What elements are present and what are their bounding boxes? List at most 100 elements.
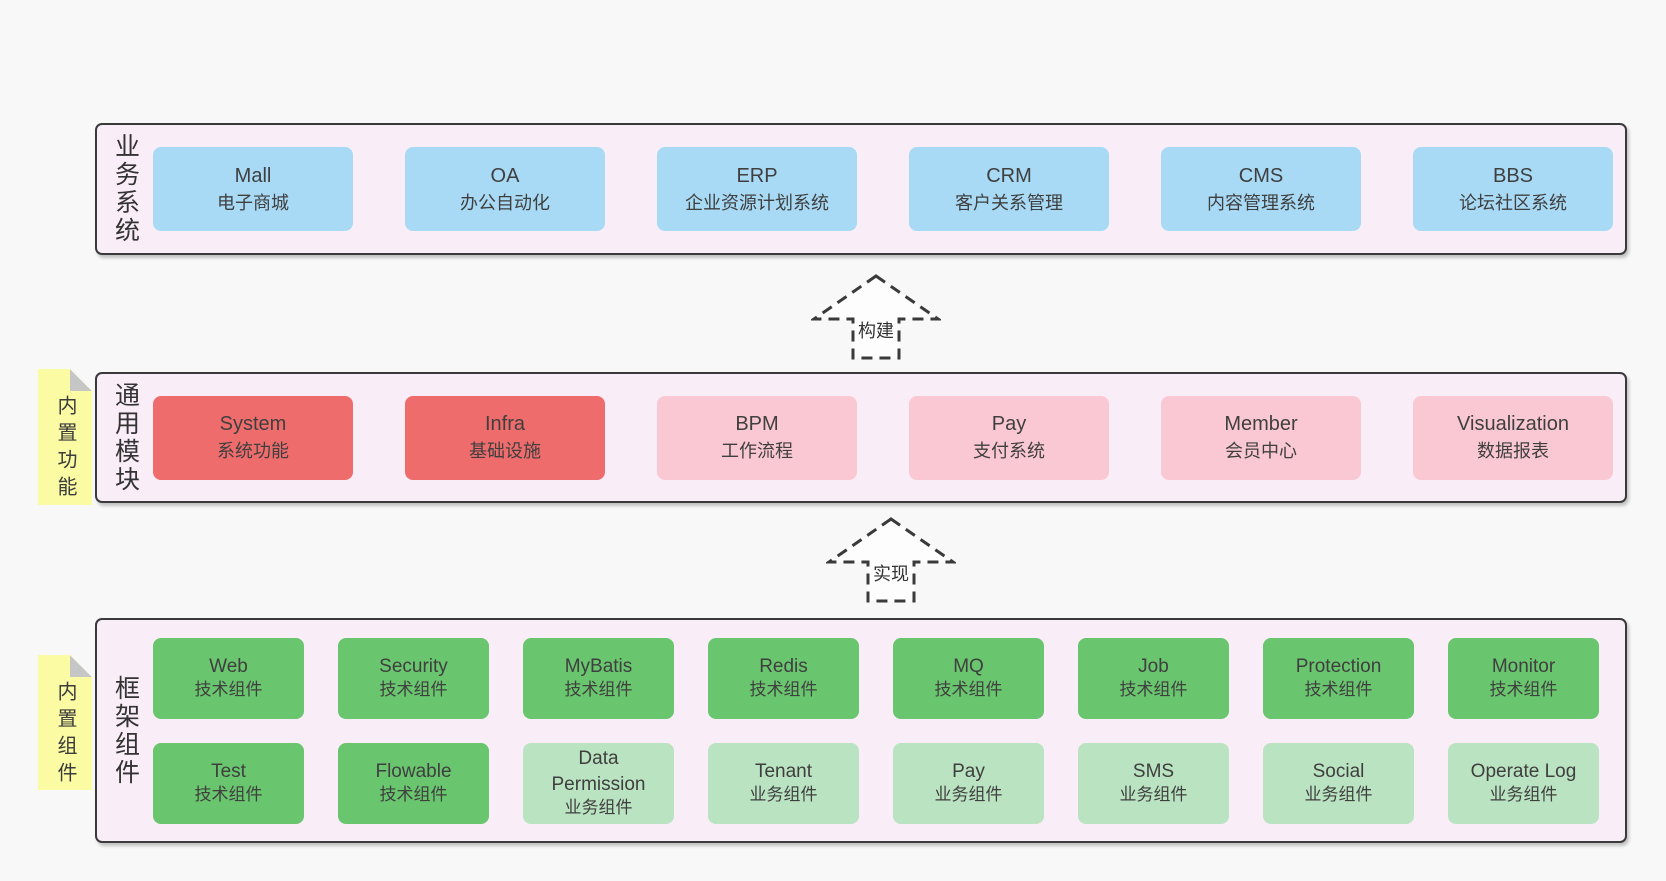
box-subtitle: 技术组件 xyxy=(379,785,448,805)
arrow-implement-label: 实现 xyxy=(871,560,911,586)
component-box-mq: MQ 技术组件 xyxy=(893,637,1044,719)
component-box-sms: SMS 业务组件 xyxy=(1078,742,1229,824)
business-box-bbs: BBS 论坛社区系统 xyxy=(1413,147,1613,231)
folded-corner-icon xyxy=(70,369,92,391)
box-title: Web xyxy=(209,655,248,677)
component-box-job: Job 技术组件 xyxy=(1078,637,1229,719)
component-box-tenant: Tenant 业务组件 xyxy=(708,742,859,824)
component-box-redis: Redis 技术组件 xyxy=(708,637,859,719)
box-subtitle: 技术组件 xyxy=(194,680,263,700)
box-title: BBS xyxy=(1492,164,1534,187)
box-subtitle: 会员中心 xyxy=(1225,441,1297,462)
business-box-erp: ERP 企业资源计划系统 xyxy=(657,147,857,231)
box-subtitle: 数据报表 xyxy=(1477,441,1549,462)
box-title: Mall xyxy=(234,164,272,187)
box-subtitle: 技术组件 xyxy=(564,680,633,700)
folded-corner-icon xyxy=(70,655,92,677)
component-box-security: Security 技术组件 xyxy=(338,637,489,719)
layer-label-business: 业务系统 xyxy=(97,133,153,245)
box-subtitle: 业务组件 xyxy=(1489,785,1558,805)
component-box-flowable: Flowable 技术组件 xyxy=(338,742,489,824)
box-title: Infra xyxy=(484,413,526,436)
layer-label-text: 框架组件 xyxy=(111,674,140,787)
box-title: CRM xyxy=(986,164,1032,187)
box-title: System xyxy=(219,413,287,436)
box-subtitle: 业务组件 xyxy=(564,798,633,818)
module-box-bpm: BPM 工作流程 xyxy=(657,395,857,480)
box-subtitle: 业务组件 xyxy=(934,785,1003,805)
component-box-operate-log: Operate Log 业务组件 xyxy=(1448,742,1599,824)
arrow-build-label: 构建 xyxy=(856,317,896,343)
box-subtitle: 技术组件 xyxy=(379,680,448,700)
common-modules-layer: 通用模块 System 系统功能 Infra 基础设施 BPM 工作流程 Pay… xyxy=(95,372,1627,503)
component-box-mybatis: MyBatis 技术组件 xyxy=(523,637,674,719)
module-box-pay: Pay 支付系统 xyxy=(909,395,1109,480)
box-subtitle: 工作流程 xyxy=(721,441,793,462)
box-subtitle: 技术组件 xyxy=(194,785,263,805)
box-subtitle: 业务组件 xyxy=(749,785,818,805)
module-box-visualization: Visualization 数据报表 xyxy=(1413,395,1613,480)
box-title: MyBatis xyxy=(564,655,633,677)
box-subtitle: 论坛社区系统 xyxy=(1459,192,1567,213)
box-title: Flowable xyxy=(375,760,452,782)
box-title: Visualization xyxy=(1457,413,1569,436)
box-subtitle: 技术组件 xyxy=(749,680,818,700)
box-title: Pay xyxy=(991,413,1027,436)
box-title: Test xyxy=(211,760,246,782)
box-title: Protection xyxy=(1295,655,1382,677)
box-subtitle: 电子商城 xyxy=(217,192,289,213)
business-box-cms: CMS 内容管理系统 xyxy=(1161,147,1361,231)
component-box-protection: Protection 技术组件 xyxy=(1263,637,1414,719)
component-box-social: Social 业务组件 xyxy=(1263,742,1414,824)
box-title: Security xyxy=(379,655,448,677)
component-box-web: Web 技术组件 xyxy=(153,637,304,719)
box-title: Pay xyxy=(952,760,985,782)
component-box-test: Test 技术组件 xyxy=(153,742,304,824)
box-subtitle: 技术组件 xyxy=(934,680,1003,700)
box-subtitle: 技术组件 xyxy=(1304,680,1373,700)
box-subtitle: 内容管理系统 xyxy=(1207,192,1315,213)
business-box-mall: Mall 电子商城 xyxy=(153,147,353,231)
box-subtitle: 技术组件 xyxy=(1489,680,1558,700)
box-title: Tenant xyxy=(754,760,813,782)
box-title: Data Permission xyxy=(551,747,646,795)
box-title: Member xyxy=(1224,413,1298,436)
layer-label-modules: 通用模块 xyxy=(97,382,153,494)
box-title: Redis xyxy=(759,655,808,677)
box-title: SMS xyxy=(1132,760,1175,782)
framework-components-layer: 框架组件 Web 技术组件 Security 技术组件 MyBatis 技术组件… xyxy=(95,618,1627,843)
business-systems-layer: 业务系统 Mall 电子商城 OA 办公自动化 ERP 企业资源计划系统 CRM… xyxy=(95,123,1627,255)
box-subtitle: 客户关系管理 xyxy=(955,192,1063,213)
box-title: OA xyxy=(490,164,520,187)
module-box-system: System 系统功能 xyxy=(153,395,353,480)
box-title: ERP xyxy=(736,164,778,187)
box-subtitle: 业务组件 xyxy=(1119,785,1188,805)
box-title: BPM xyxy=(735,413,779,436)
arrow-build-icon: 构建 xyxy=(811,273,941,361)
sticky-note-built-in-components: 内置组件 xyxy=(38,655,92,790)
module-boxes-row: System 系统功能 Infra 基础设施 BPM 工作流程 Pay 支付系统… xyxy=(153,395,1613,480)
layer-label-text: 业务系统 xyxy=(111,133,140,245)
box-title: CMS xyxy=(1238,164,1284,187)
box-title: MQ xyxy=(953,655,984,677)
component-box-monitor: Monitor 技术组件 xyxy=(1448,637,1599,719)
box-title: Operate Log xyxy=(1470,760,1577,782)
business-box-oa: OA 办公自动化 xyxy=(405,147,605,231)
box-title: Monitor xyxy=(1491,655,1556,677)
box-subtitle: 办公自动化 xyxy=(460,192,550,213)
business-box-crm: CRM 客户关系管理 xyxy=(909,147,1109,231)
sticky-note-built-in-features: 内置功能 xyxy=(38,369,92,505)
business-boxes-row: Mall 电子商城 OA 办公自动化 ERP 企业资源计划系统 CRM 客户关系… xyxy=(153,147,1613,231)
module-box-member: Member 会员中心 xyxy=(1161,395,1361,480)
layer-label-components: 框架组件 xyxy=(97,675,153,787)
sticky-note-text: 内置功能 xyxy=(54,395,76,503)
box-subtitle: 支付系统 xyxy=(973,441,1045,462)
box-subtitle: 基础设施 xyxy=(469,441,541,462)
sticky-note-text: 内置组件 xyxy=(54,681,76,789)
box-subtitle: 系统功能 xyxy=(217,441,289,462)
box-title: Job xyxy=(1138,655,1169,677)
box-subtitle: 技术组件 xyxy=(1119,680,1188,700)
module-box-infra: Infra 基础设施 xyxy=(405,395,605,480)
component-boxes-grid: Web 技术组件 Security 技术组件 MyBatis 技术组件 Redi… xyxy=(153,637,1599,824)
